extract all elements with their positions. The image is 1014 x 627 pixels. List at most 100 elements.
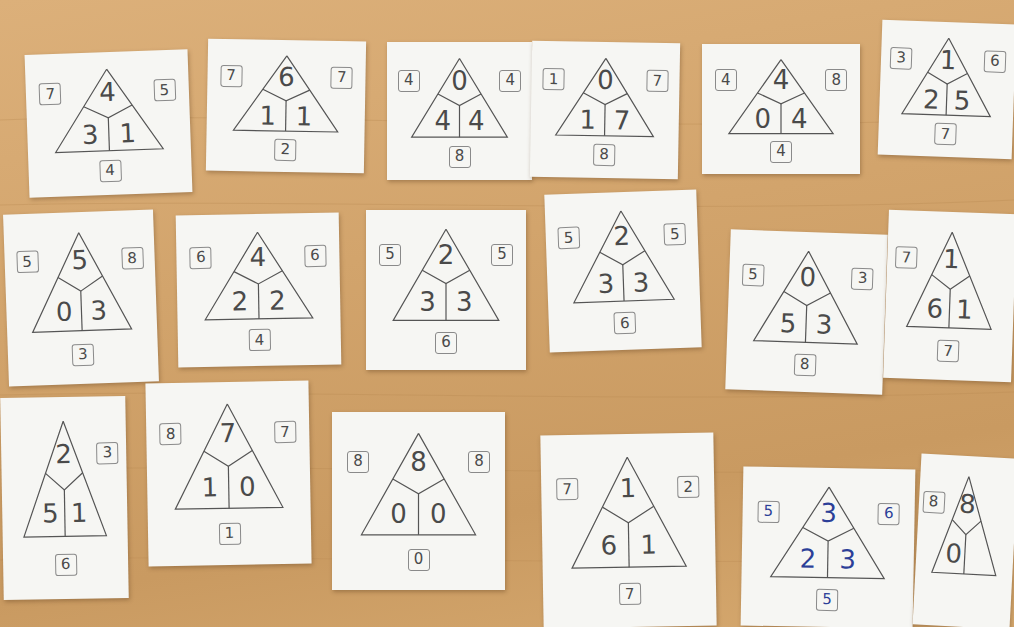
number-box: 6 xyxy=(613,312,636,335)
number-card: 017178 xyxy=(530,41,680,180)
box-number: 2 xyxy=(280,142,290,157)
number-card: 16177 xyxy=(883,210,1014,382)
box-number: 6 xyxy=(310,248,320,263)
number-value: 1 xyxy=(259,102,276,128)
number-value: 1 xyxy=(943,246,960,273)
number-card: 404484 xyxy=(702,44,860,174)
number-value: 1 xyxy=(956,296,973,323)
box-number: 5 xyxy=(748,267,758,282)
number-card: 8 0 8 xyxy=(913,454,1014,627)
number-value: 5 xyxy=(71,247,88,274)
number-box: 6 xyxy=(54,553,76,575)
number-box: 5 xyxy=(816,589,838,611)
number-box: 3 xyxy=(851,267,874,290)
number-box: 3 xyxy=(72,343,95,366)
number-value: 4 xyxy=(435,108,452,134)
number-value: 0 xyxy=(55,298,72,325)
box-number: 2 xyxy=(683,479,693,494)
box-number: 8 xyxy=(832,73,842,88)
box-number: 8 xyxy=(353,454,363,469)
box-number: 5 xyxy=(764,504,774,519)
number-card: 422664 xyxy=(176,213,342,368)
number-value: 8 xyxy=(959,491,977,518)
box-number: 6 xyxy=(990,54,1000,69)
number-value: 0 xyxy=(430,501,447,527)
box-number: 6 xyxy=(441,335,451,350)
number-value: 1 xyxy=(579,107,596,133)
number-box: 5 xyxy=(664,223,687,246)
box-number: 3 xyxy=(858,271,868,286)
number-value: 2 xyxy=(438,242,455,268)
number-value: 1 xyxy=(71,500,88,526)
number-value: 7 xyxy=(613,107,630,133)
number-box: 4 xyxy=(499,70,521,92)
number-value: 2 xyxy=(613,223,630,250)
number-card: 431754 xyxy=(25,49,193,198)
number-box: 1 xyxy=(543,68,565,90)
number-value: 6 xyxy=(600,532,617,558)
number-card: 503583 xyxy=(3,209,159,386)
number-card: 161727 xyxy=(540,433,716,627)
number-value: 3 xyxy=(419,289,436,315)
number-box: 5 xyxy=(557,227,580,250)
number-box: 8 xyxy=(793,353,816,376)
box-number: 5 xyxy=(385,247,395,262)
number-box: 5 xyxy=(757,500,779,522)
number-box: 3 xyxy=(96,442,118,464)
box-number: 5 xyxy=(564,230,574,245)
box-number: 1 xyxy=(225,526,235,541)
number-value: 2 xyxy=(800,546,817,572)
box-number: 7 xyxy=(337,70,347,85)
number-box: 7 xyxy=(39,83,62,106)
box-number: 7 xyxy=(562,482,572,497)
number-value: 1 xyxy=(119,120,136,147)
number-box: 0 xyxy=(408,549,430,571)
number-card: 044448 xyxy=(387,42,532,180)
number-box: 8 xyxy=(593,144,615,166)
number-box: 8 xyxy=(922,491,945,514)
number-box: 3 xyxy=(890,47,913,70)
number-box: 8 xyxy=(347,451,369,473)
number-value: 2 xyxy=(269,288,286,314)
box-number: 7 xyxy=(901,250,911,265)
number-box: 2 xyxy=(274,138,296,160)
number-box: 6 xyxy=(190,246,212,268)
number-box: 5 xyxy=(491,244,513,266)
number-value: 1 xyxy=(939,47,956,74)
number-value: 2 xyxy=(55,440,72,466)
number-box: 7 xyxy=(895,246,918,269)
number-box: 8 xyxy=(160,423,182,445)
box-number: 4 xyxy=(404,73,414,88)
box-number: 8 xyxy=(800,357,810,372)
number-card: 233556 xyxy=(366,210,526,370)
number-card: 611772 xyxy=(206,39,366,174)
box-number: 4 xyxy=(105,163,115,178)
box-number: 8 xyxy=(455,149,465,164)
number-value: 3 xyxy=(81,122,98,149)
box-number: 6 xyxy=(61,557,71,572)
number-value: 2 xyxy=(923,86,940,113)
number-box: 2 xyxy=(677,476,699,498)
number-box: 7 xyxy=(646,70,668,92)
number-value: 4 xyxy=(773,67,790,93)
number-value: 6 xyxy=(926,295,943,322)
box-number: 7 xyxy=(226,68,236,83)
number-value: 0 xyxy=(390,501,407,527)
number-box: 4 xyxy=(398,70,420,92)
number-value: 3 xyxy=(815,311,832,338)
number-value: 3 xyxy=(90,297,107,324)
number-box: 5 xyxy=(153,79,176,102)
number-box: 6 xyxy=(878,502,900,524)
box-number: 8 xyxy=(127,251,137,266)
number-value: 1 xyxy=(295,103,312,129)
box-number: 1 xyxy=(549,72,559,87)
number-value: 0 xyxy=(945,540,963,567)
number-box: 8 xyxy=(825,69,847,91)
box-number: 8 xyxy=(599,147,609,162)
box-number: 8 xyxy=(474,454,484,469)
number-box: 4 xyxy=(248,329,270,351)
number-box: 5 xyxy=(16,251,39,274)
number-box: 7 xyxy=(274,421,296,443)
box-number: 5 xyxy=(22,254,32,269)
box-number: 7 xyxy=(625,587,635,602)
